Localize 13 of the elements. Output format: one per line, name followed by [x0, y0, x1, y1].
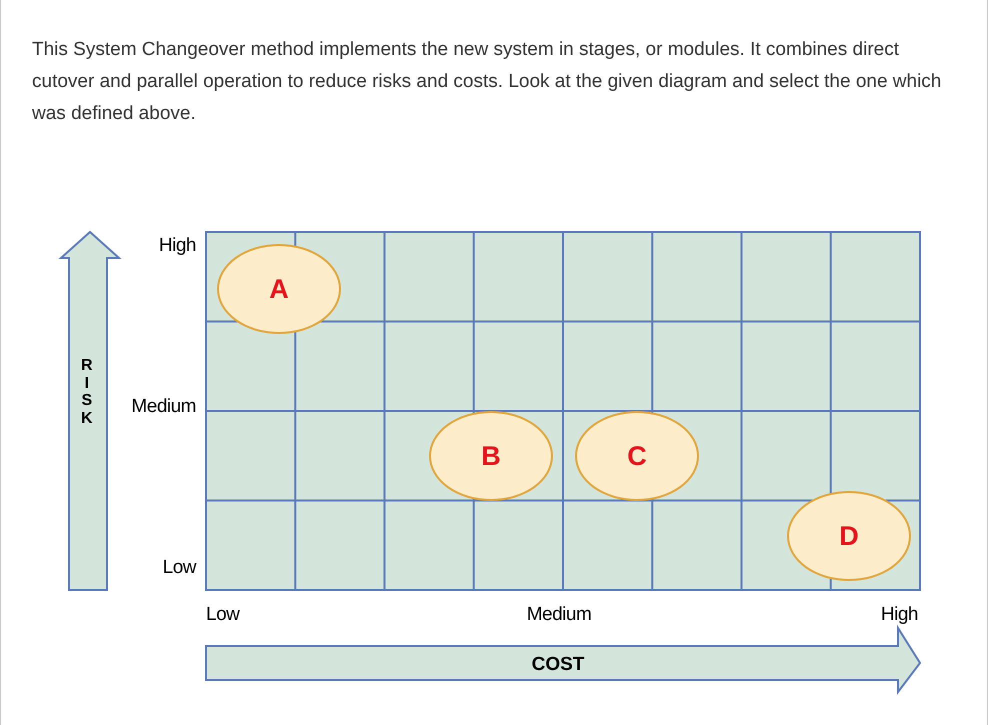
question-text: This System Changeover method implements the new system in stages, or modules. It combines direct cutover and parallel operation to reduce risks and costs. Look at the given diagram and select the one which was defined above.	[32, 38, 942, 126]
axis-tick-label: High	[880, 603, 918, 627]
option-letter: B	[481, 440, 501, 473]
axis-title: RISK	[80, 357, 94, 428]
option-letter: C	[627, 440, 647, 473]
option-letter: D	[839, 520, 859, 553]
option-letter: A	[269, 272, 289, 306]
axis-tick-label: Low	[206, 603, 240, 627]
axis-tick-label: High	[158, 234, 196, 258]
axis-tick-label: Medium	[130, 395, 196, 419]
axis-tick-label: Low	[162, 556, 196, 580]
axis-tick-label: Medium	[526, 603, 592, 627]
axis-title: COST	[530, 653, 586, 677]
